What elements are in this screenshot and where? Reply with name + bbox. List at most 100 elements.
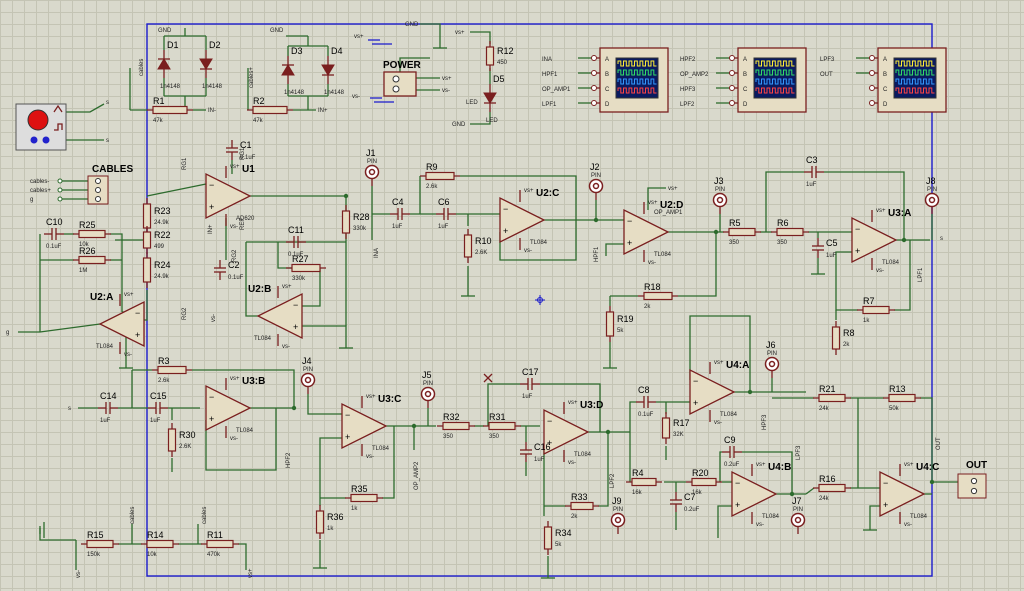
resistor-ref: R31 bbox=[489, 412, 506, 422]
resistor-r25 bbox=[78, 229, 106, 239]
resistor-r3 bbox=[157, 365, 187, 375]
net-label-s: s bbox=[106, 100, 109, 106]
resistor-ref: R27 bbox=[292, 254, 309, 264]
resistor-r20 bbox=[691, 477, 717, 487]
capacitor-ref: C4 bbox=[392, 197, 404, 207]
wires-layer bbox=[18, 23, 958, 570]
net-label-op-amp2: OP_AMP2 bbox=[414, 461, 420, 490]
resistor-r5 bbox=[728, 227, 756, 237]
resistor-value: 2k bbox=[644, 304, 651, 310]
capacitor-ref: C15 bbox=[150, 391, 167, 401]
resistor-value: 5k bbox=[617, 328, 624, 334]
oscilloscope-trace bbox=[755, 87, 795, 94]
resistor-value: 2.6k bbox=[158, 378, 170, 384]
generator-button-icon bbox=[42, 136, 50, 144]
diode-ref: D4 bbox=[331, 46, 343, 56]
diode-d1 bbox=[157, 58, 171, 70]
opamp-ref: U2:B bbox=[248, 284, 271, 295]
opamp-inverting-sign: − bbox=[627, 216, 632, 226]
resistor-value: 2.6K bbox=[475, 250, 487, 256]
oscilloscope-terminal bbox=[591, 85, 597, 91]
net-label-hpf3: HPF3 bbox=[762, 414, 768, 430]
junction-dot bbox=[747, 389, 753, 395]
resistor-r36 bbox=[315, 510, 325, 534]
test-pin-ref: J3 bbox=[714, 176, 724, 186]
wire-segment bbox=[470, 31, 491, 44]
opamp-ref: U1 bbox=[242, 164, 255, 175]
test-pin-type: PIN bbox=[767, 351, 777, 357]
oscilloscope-trace bbox=[895, 69, 935, 76]
wire-segment bbox=[717, 505, 732, 538]
cursor-icon bbox=[535, 295, 545, 305]
supply-label: vs- bbox=[714, 420, 722, 426]
resistor-r1 bbox=[152, 105, 188, 115]
resistor-value: 350 bbox=[729, 240, 740, 246]
connector-pin bbox=[95, 196, 101, 202]
wire-segment bbox=[302, 325, 347, 340]
net-label-cables: cables bbox=[139, 59, 145, 76]
resistor-r27 bbox=[291, 263, 321, 273]
resistor-r30 bbox=[167, 428, 177, 452]
resistor-ref: R34 bbox=[555, 528, 572, 538]
parts-layer bbox=[15, 39, 987, 579]
resistor-r2 bbox=[252, 105, 288, 115]
oscilloscope-channel-label: C bbox=[743, 87, 748, 93]
junction-dot bbox=[929, 479, 935, 485]
test-pin-ref: J9 bbox=[612, 496, 622, 506]
opamp-u4-b bbox=[731, 470, 778, 518]
capacitor-ref: C11 bbox=[288, 225, 304, 235]
test-pin-type: PIN bbox=[927, 187, 937, 193]
opamp-noninverting-sign: + bbox=[209, 414, 214, 424]
resistor-r35 bbox=[350, 493, 378, 503]
capacitor-value: 0.1uF bbox=[288, 252, 304, 258]
oscilloscope-trace bbox=[895, 60, 935, 67]
net-label-led: LED bbox=[466, 100, 478, 106]
resistor-r15 bbox=[86, 539, 114, 549]
opamp-u4-c bbox=[879, 470, 926, 518]
resistor-value: 350 bbox=[443, 434, 454, 440]
diode-part: 1n4148 bbox=[202, 84, 223, 90]
resistor-r31 bbox=[488, 421, 516, 431]
net-label-rg2: RG2 bbox=[182, 307, 188, 320]
net-label-vs-minus: vs- bbox=[352, 94, 360, 100]
resistor-ref: R25 bbox=[79, 220, 96, 230]
diode-d5 bbox=[483, 92, 497, 104]
capacitor-value: 1uF bbox=[392, 224, 403, 230]
capacitor-ref: C9 bbox=[724, 435, 736, 445]
supply-label: vs- bbox=[756, 522, 764, 528]
oscilloscope-trace bbox=[617, 69, 657, 76]
opamp-u2-a bbox=[98, 300, 145, 348]
wire-segment bbox=[499, 220, 577, 261]
opamp-ref: U3:A bbox=[888, 208, 911, 219]
net-label-gnd: GND bbox=[405, 22, 419, 28]
supply-label: vs- bbox=[366, 454, 374, 460]
capacitor-value: 0.1uF bbox=[228, 275, 244, 281]
test-pin-ref: J1 bbox=[366, 148, 376, 158]
supply-label: vs- bbox=[904, 522, 912, 528]
opamp-u3-b bbox=[205, 384, 252, 432]
oscilloscope-channel-label: C bbox=[883, 87, 888, 93]
wire-segment bbox=[205, 408, 277, 471]
resistor-r19 bbox=[605, 311, 615, 337]
resistor-ref: R22 bbox=[154, 230, 171, 240]
connector-pin bbox=[970, 487, 978, 495]
net-label-cables-plus: cables+ bbox=[249, 67, 255, 88]
wire-segment bbox=[805, 487, 815, 495]
opamp-ref: U3:D bbox=[580, 400, 603, 411]
connector-pin bbox=[970, 477, 978, 485]
capacitor-value: 1uF bbox=[100, 418, 111, 424]
oscilloscope-input-label: HPF1 bbox=[542, 72, 558, 78]
oscilloscope-input-label: OP_AMP2 bbox=[680, 72, 709, 78]
diode-d2 bbox=[199, 58, 213, 70]
wire-segment bbox=[629, 401, 636, 432]
resistor-value: 24k bbox=[819, 496, 830, 502]
opamp-u3-d bbox=[543, 408, 590, 456]
diode-d4 bbox=[321, 64, 335, 76]
test-pin-type: PIN bbox=[715, 187, 725, 193]
resistor-value: 330k bbox=[292, 276, 306, 282]
resistor-value: 2.6K bbox=[179, 444, 191, 450]
supply-label: vs+ bbox=[756, 462, 766, 468]
resistor-value: 1M bbox=[79, 268, 87, 274]
net-label-vs-plus: vs+ bbox=[248, 568, 254, 578]
wire-segment bbox=[540, 383, 601, 432]
